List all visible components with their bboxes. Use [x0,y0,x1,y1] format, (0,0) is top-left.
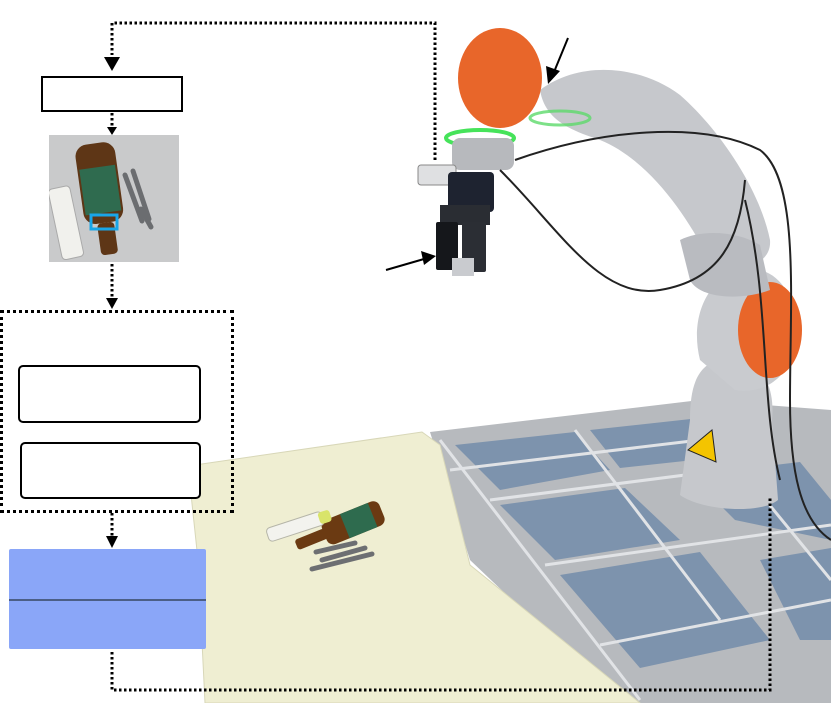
loop-arrowheads [104,57,120,548]
controller-block [9,549,206,649]
pipeline-step-2 [20,442,201,499]
feedback-loop [110,21,772,692]
controller-divider [9,599,206,601]
pipeline-container [0,310,234,513]
tube-icon [266,510,332,542]
pointer-arrows [385,37,569,271]
detection-box [89,213,119,231]
robot-arm-icon [444,28,831,541]
table-objects [266,501,385,572]
pen-icon [309,540,375,572]
thumb-tube-icon [49,185,84,261]
thumb-bottle-icon [75,142,124,256]
gripper-icon [417,164,494,276]
camera-frame-box [41,76,183,112]
thumb-pen-icon [122,168,154,230]
pipeline-step-1 [18,365,201,423]
thumbnail-scene [49,135,179,262]
camera-thumbnail [49,135,179,262]
bottle-icon [295,501,385,550]
